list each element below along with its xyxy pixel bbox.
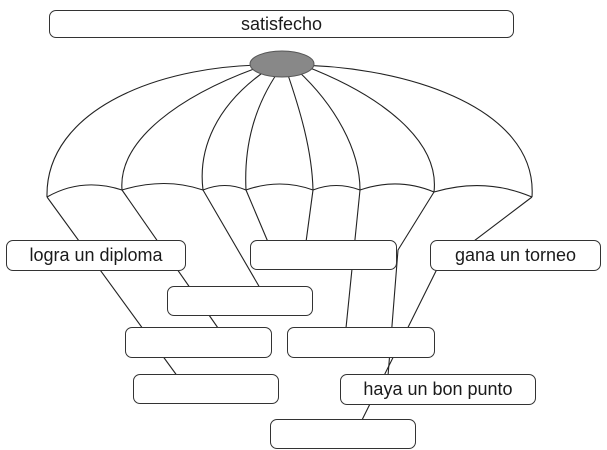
label-left-mid[interactable] (167, 286, 313, 316)
canopy-rib (245, 71, 279, 191)
label-bottom[interactable] (270, 419, 416, 449)
label-center-top[interactable] (250, 240, 397, 270)
suspension-line (245, 189, 269, 243)
suspension-line (202, 189, 261, 289)
label-left-top[interactable]: logra un diploma (6, 240, 186, 271)
suspension-line (305, 189, 314, 243)
label-right-top[interactable]: gana un torneo (430, 240, 601, 271)
canopy-rib (304, 65, 435, 193)
canopy-rib (296, 69, 361, 191)
canopy-rib (121, 65, 263, 191)
label-right-bottom[interactable]: haya un bon punto (340, 374, 536, 405)
canopy-apex (249, 50, 315, 78)
label-left-lower[interactable] (125, 327, 272, 358)
canopy-outline (46, 64, 533, 198)
canopy-rib (286, 71, 314, 191)
label-right-lower[interactable] (287, 327, 435, 358)
title-box[interactable]: satisfecho (49, 10, 514, 38)
canopy-rib (201, 68, 269, 191)
canopy-hem (46, 182, 533, 198)
label-left-bottom[interactable] (133, 374, 279, 404)
